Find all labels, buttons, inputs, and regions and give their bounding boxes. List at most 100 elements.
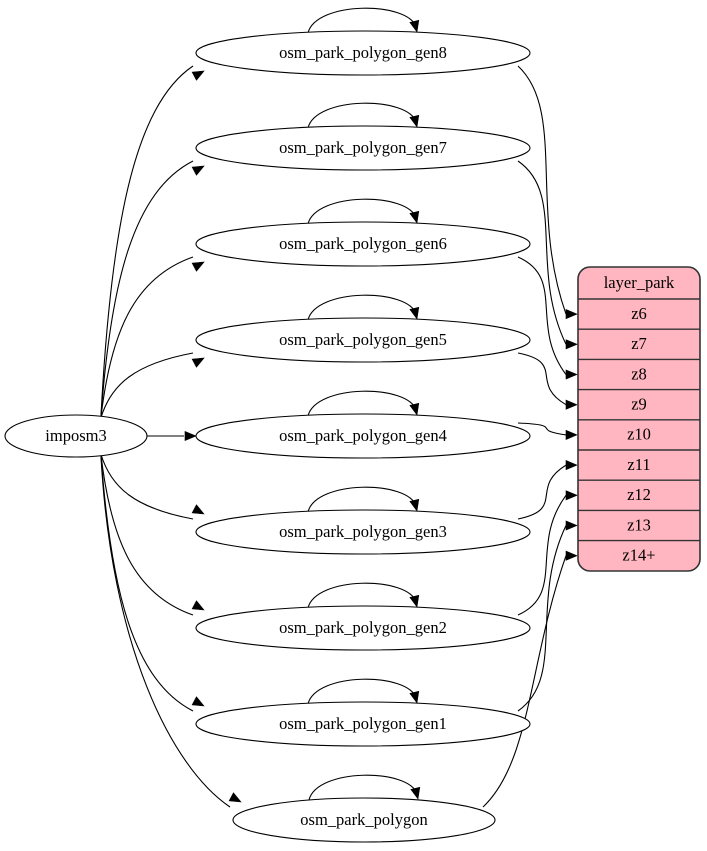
node-osm_park_polygon_gen5[interactable]: osm_park_polygon_gen5: [195, 317, 531, 363]
node-osm_park_polygon_gen8[interactable]: osm_park_polygon_gen8: [195, 30, 531, 76]
edge-arrowhead: [565, 399, 578, 410]
node-ellipse-shape: [195, 509, 531, 555]
self-loop-edges: [307, 7, 421, 801]
self-loop-arrowhead: [409, 306, 420, 320]
edge-imposm3-to-node: [100, 453, 194, 616]
self-loop-edge: [308, 774, 418, 801]
edge-arrowhead: [184, 430, 197, 442]
node-ellipse-shape: [195, 413, 531, 459]
node-label: osm_park_polygon_gen4: [279, 426, 447, 445]
edge-arrowhead: [191, 504, 205, 515]
node-osm_park_polygon[interactable]: osm_park_polygon: [232, 797, 496, 843]
layer-park-row-label: z7: [631, 334, 647, 353]
edge-arrowhead: [565, 490, 578, 501]
node-label: osm_park_polygon_gen6: [279, 234, 447, 253]
edge-arrowhead: [565, 309, 578, 320]
node-ellipses: osm_park_polygon_gen8 osm_park_polygon_ge…: [195, 30, 531, 843]
layer-park-row-label: z10: [627, 425, 651, 444]
node-osm_park_polygon_gen6[interactable]: osm_park_polygon_gen6: [195, 221, 531, 267]
edge-arrowhead: [565, 339, 578, 350]
node-imposm3[interactable]: imposm3: [4, 414, 148, 458]
edge-imposm3-to-node: [100, 65, 194, 419]
node-label: osm_park_polygon_gen7: [279, 138, 447, 157]
self-loop-edge: [307, 486, 417, 513]
edge-arrowhead: [191, 70, 205, 81]
edge-node-to-zoom-row: [517, 422, 567, 436]
node-osm_park_polygon_gen7[interactable]: osm_park_polygon_gen7: [195, 125, 531, 171]
node-ellipse-shape: [195, 317, 531, 363]
node-osm_park_polygon_gen2[interactable]: osm_park_polygon_gen2: [195, 605, 531, 651]
edge-arrowhead: [565, 369, 578, 380]
edge-node-to-zoom-row: [482, 555, 567, 808]
layer-park-row-label: z9: [631, 394, 647, 413]
self-loop-arrowhead: [409, 19, 420, 33]
edge-imposm3-to-node: [100, 352, 194, 419]
node-osm_park_polygon_gen1[interactable]: osm_park_polygon_gen1: [195, 701, 531, 747]
edge-imposm3-to-node: [100, 256, 194, 419]
node-osm_park_polygon_gen4[interactable]: osm_park_polygon_gen4: [195, 413, 531, 459]
edge-node-to-zoom-row: [517, 160, 567, 345]
self-loop-edge: [307, 7, 417, 34]
edge-arrowhead: [191, 165, 205, 176]
node-label: osm_park_polygon_gen8: [279, 43, 447, 62]
edge-imposm3-to-node: [100, 453, 194, 712]
self-loop-edge: [307, 582, 417, 609]
self-loop-edge: [307, 102, 417, 129]
edge-node-to-zoom-row: [517, 352, 567, 406]
source-node-label: imposm3: [45, 426, 106, 445]
source-node: imposm3: [4, 414, 148, 458]
layer-park-row-label: z11: [627, 455, 650, 474]
self-loop-arrowhead: [409, 210, 420, 224]
layer-park-table: layer_park z6 z7 z8 z9 z10 z11 z12 z13 z14+: [577, 266, 701, 572]
self-loop-edge: [307, 198, 417, 225]
self-loop-arrowhead: [409, 114, 420, 128]
edge-node-to-zoom-row: [517, 65, 567, 315]
layer-park-table-group[interactable]: layer_park z6 z7 z8 z9 z10 z11 z12 z13 z14+: [577, 266, 701, 572]
edge-imposm3-to-node: [100, 453, 194, 520]
self-loop-arrowhead: [409, 498, 420, 512]
node-label: osm_park_polygon_gen3: [279, 522, 447, 541]
self-loop-arrowhead: [409, 402, 420, 416]
edge-arrowhead: [191, 696, 205, 707]
layer-park-row-label: z12: [627, 485, 651, 504]
node-label: osm_park_polygon_gen5: [279, 330, 447, 349]
node-ellipse-shape: [195, 605, 531, 651]
node-label: osm_park_polygon_gen1: [279, 714, 447, 733]
edges-from-imposm3: [100, 65, 242, 808]
edge-imposm3-to-node: [100, 453, 231, 808]
edge-arrowhead: [565, 429, 578, 440]
edges-to-layer-table: [482, 65, 578, 808]
node-ellipse-shape: [195, 221, 531, 267]
node-label: osm_park_polygon: [300, 810, 427, 829]
layer-park-table-body: [577, 266, 701, 572]
edge-arrowhead: [565, 550, 578, 561]
edge-node-to-zoom-row: [517, 256, 567, 375]
layer-park-table-title: layer_park: [604, 273, 675, 292]
self-loop-arrowhead: [410, 786, 421, 800]
self-loop-edge: [307, 390, 417, 417]
layer-park-row-label: z13: [627, 515, 651, 534]
node-ellipse-shape: [195, 125, 531, 171]
edge-arrowhead: [191, 357, 205, 368]
source-node-ellipse-shape: [4, 414, 148, 458]
self-loop-edge: [307, 294, 417, 321]
node-label: osm_park_polygon_gen2: [279, 618, 447, 637]
edge-arrowhead: [191, 261, 205, 272]
self-loop-edge: [307, 678, 417, 705]
layer-park-row-label: z6: [631, 304, 647, 323]
edge-node-to-zoom-row: [517, 525, 567, 712]
self-loop-arrowhead: [409, 594, 420, 608]
node-ellipse-shape: [195, 30, 531, 76]
layer-park-row-label: z8: [631, 364, 647, 383]
self-loop-arrowhead: [409, 690, 420, 704]
node-ellipse-shape: [232, 797, 496, 843]
edge-arrowhead: [228, 792, 242, 803]
edge-imposm3-to-node: [100, 160, 194, 419]
node-ellipse-shape: [195, 701, 531, 747]
edge-arrowhead: [565, 520, 578, 531]
edge-arrowhead: [565, 460, 578, 471]
layer-park-row-label: z14+: [622, 545, 655, 564]
node-osm_park_polygon_gen3[interactable]: osm_park_polygon_gen3: [195, 509, 531, 555]
